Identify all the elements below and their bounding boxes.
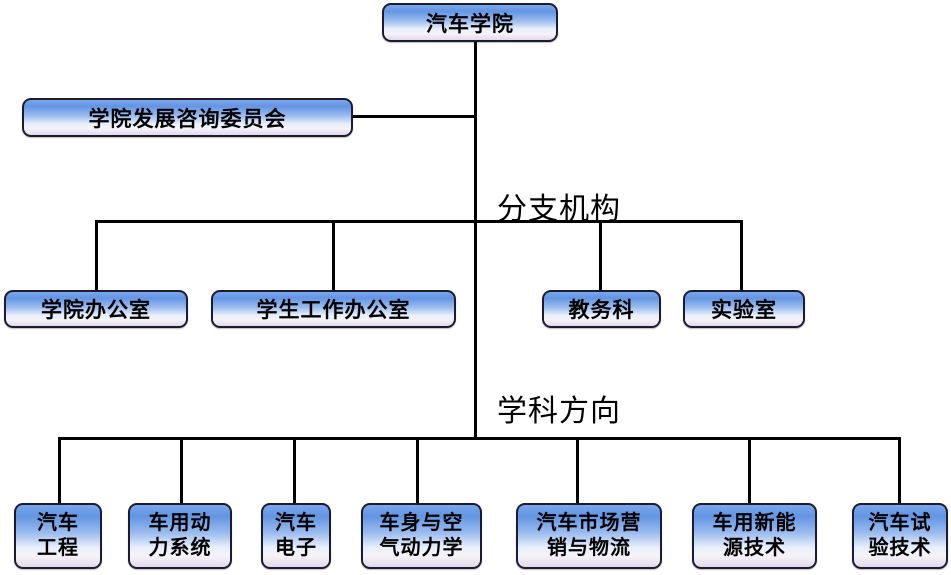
connector-discipline-drop-4 — [416, 440, 419, 503]
connector-discipline-drop-2 — [180, 440, 183, 503]
node-automotive-college: 汽车学院 — [382, 3, 558, 42]
node-development-advisory-committee: 学院发展咨询委员会 — [22, 98, 353, 137]
connector-root-vertical — [474, 42, 477, 440]
connector-discipline-drop-6 — [748, 440, 751, 503]
connector-branch-drop-4 — [740, 223, 743, 290]
connector-discipline-drop-5 — [576, 440, 579, 503]
section-label-branch-organizations: 分支机构 — [497, 193, 621, 226]
node-marketing-and-logistics: 汽车市场营 销与物流 — [516, 503, 662, 569]
connector-discipline-drop-7 — [898, 440, 901, 503]
node-test-technology: 汽车试 验技术 — [852, 503, 948, 569]
connector-branch-drop-2 — [332, 223, 335, 290]
connector-discipline-bar — [58, 437, 901, 440]
connector-discipline-drop-1 — [58, 440, 61, 503]
node-vehicle-power-systems: 车用动 力系统 — [128, 503, 232, 569]
node-college-office: 学院办公室 — [4, 290, 188, 328]
node-laboratory: 实验室 — [683, 290, 805, 328]
node-academic-affairs-section: 教务科 — [542, 290, 661, 328]
node-new-energy-technology: 车用新能 源技术 — [692, 503, 817, 569]
node-automotive-engineering: 汽车 工程 — [14, 503, 102, 569]
section-label-discipline-directions: 学科方向 — [497, 395, 621, 428]
connector-committee-horizontal — [353, 115, 476, 118]
connector-discipline-drop-3 — [293, 440, 296, 503]
node-automotive-electronics: 汽车 电子 — [261, 503, 331, 569]
connector-branch-drop-3 — [599, 223, 602, 290]
connector-branch-drop-1 — [95, 223, 98, 290]
node-student-affairs-office: 学生工作办公室 — [211, 290, 456, 328]
node-body-and-aerodynamics: 车身与空 气动力学 — [361, 503, 482, 569]
connector-branch-bar — [95, 220, 743, 223]
